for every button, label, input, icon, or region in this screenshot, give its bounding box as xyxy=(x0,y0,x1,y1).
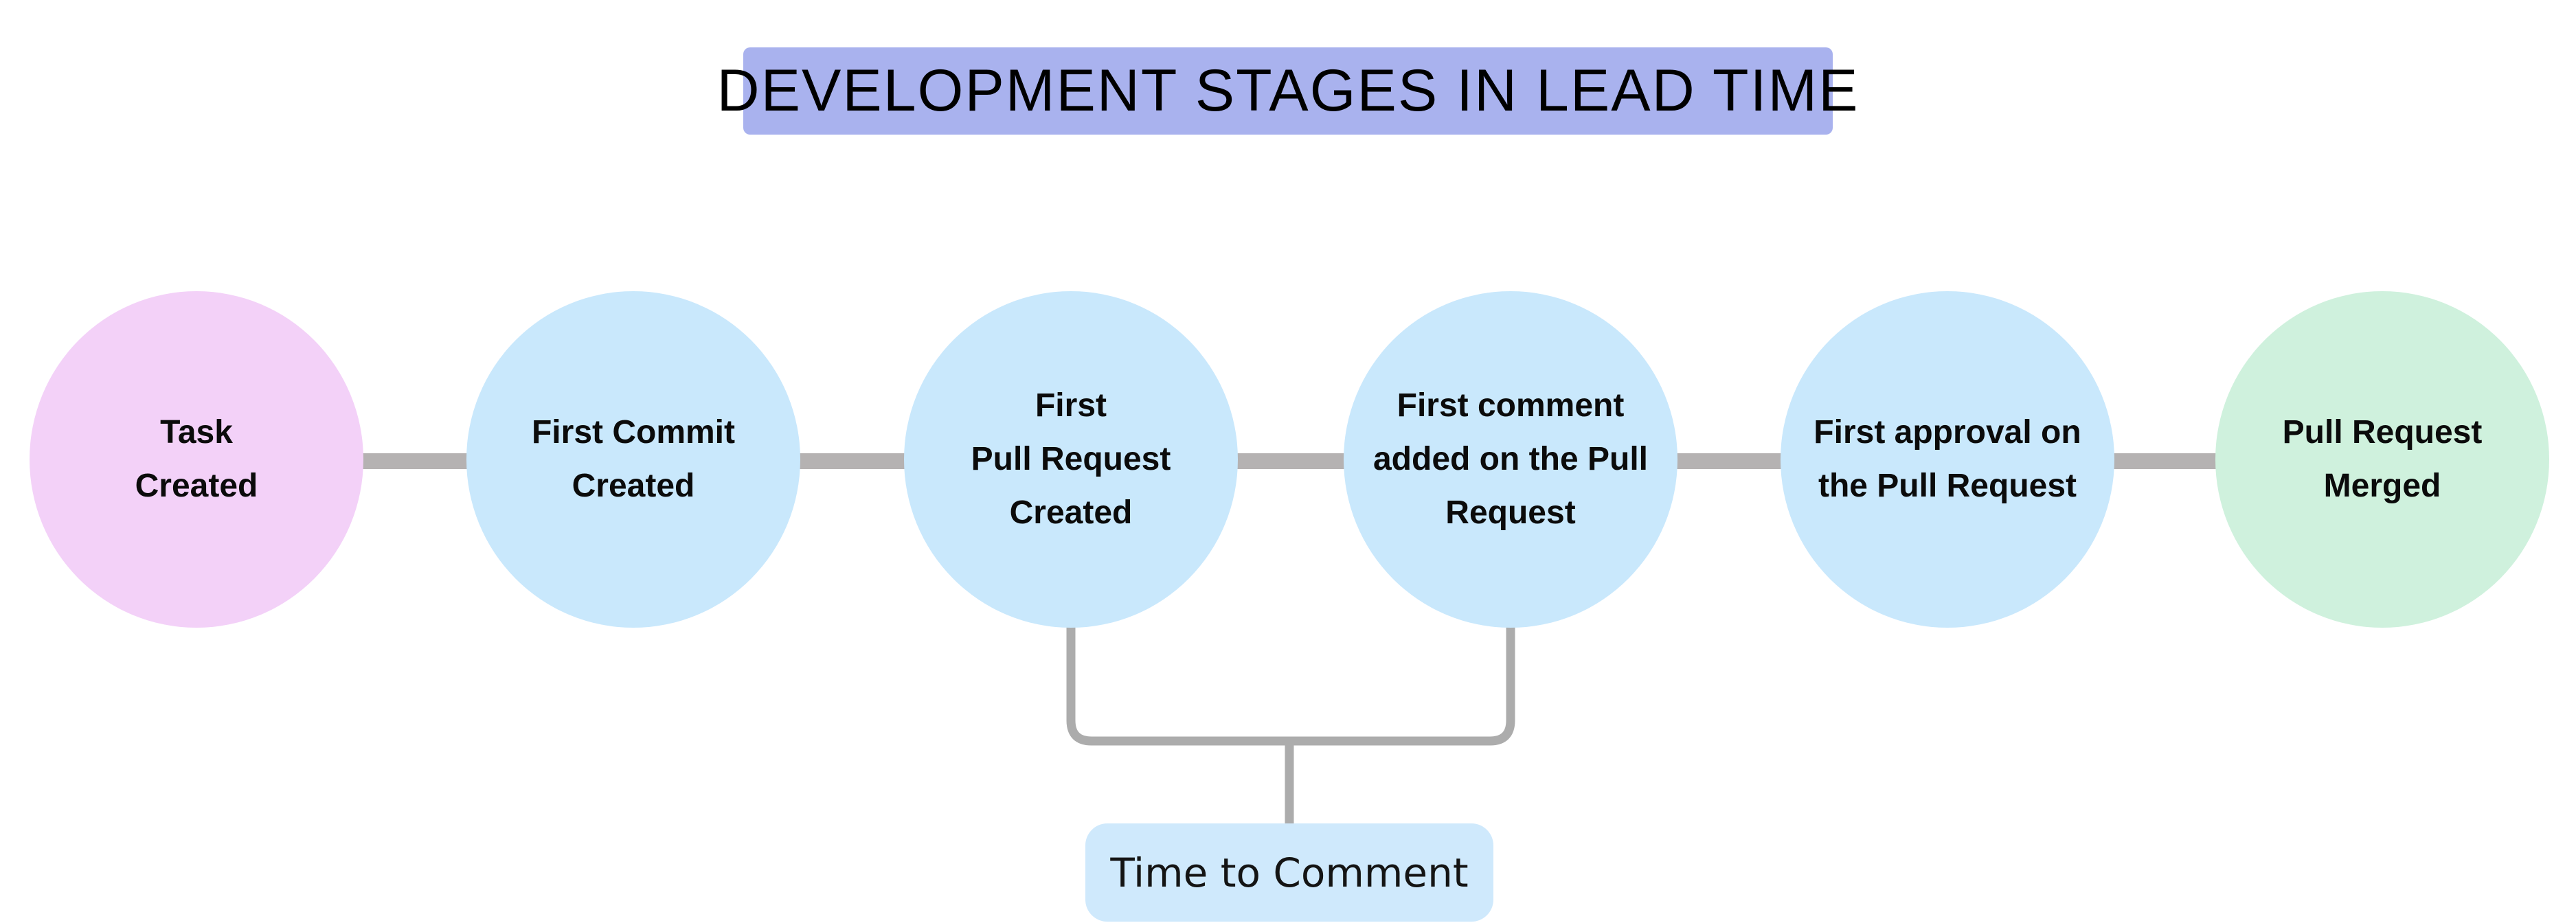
stage-label: First Pull Request Created xyxy=(971,387,1171,531)
bracket-path xyxy=(1066,617,1515,823)
stage-label: First approval on the Pull Request xyxy=(1814,414,2081,504)
stage-task-created: Task Created xyxy=(30,291,363,628)
diagram-title-text: DEVELOPMENT STAGES IN LEAD TIME xyxy=(716,58,1860,124)
stage-pull-request-merged: Pull Request Merged xyxy=(2215,291,2549,628)
stage-label: Pull Request Merged xyxy=(2282,414,2483,504)
stage-first-comment-added: First comment added on the Pull Request xyxy=(1344,291,1677,628)
stage-label: Task Created xyxy=(135,414,258,504)
stage-first-commit-created: First Commit Created xyxy=(466,291,800,628)
time-to-comment-text: Time to Comment xyxy=(1110,849,1469,896)
stage-first-pull-request-created: First Pull Request Created xyxy=(904,291,1238,628)
diagram-title: DEVELOPMENT STAGES IN LEAD TIME xyxy=(717,47,1857,135)
time-to-comment-label: Time to Comment xyxy=(1085,823,1493,922)
stage-label: First Commit Created xyxy=(531,414,735,504)
stage-first-approval: First approval on the Pull Request xyxy=(1781,291,2114,628)
stage-label: First comment added on the Pull Request xyxy=(1372,387,1648,531)
